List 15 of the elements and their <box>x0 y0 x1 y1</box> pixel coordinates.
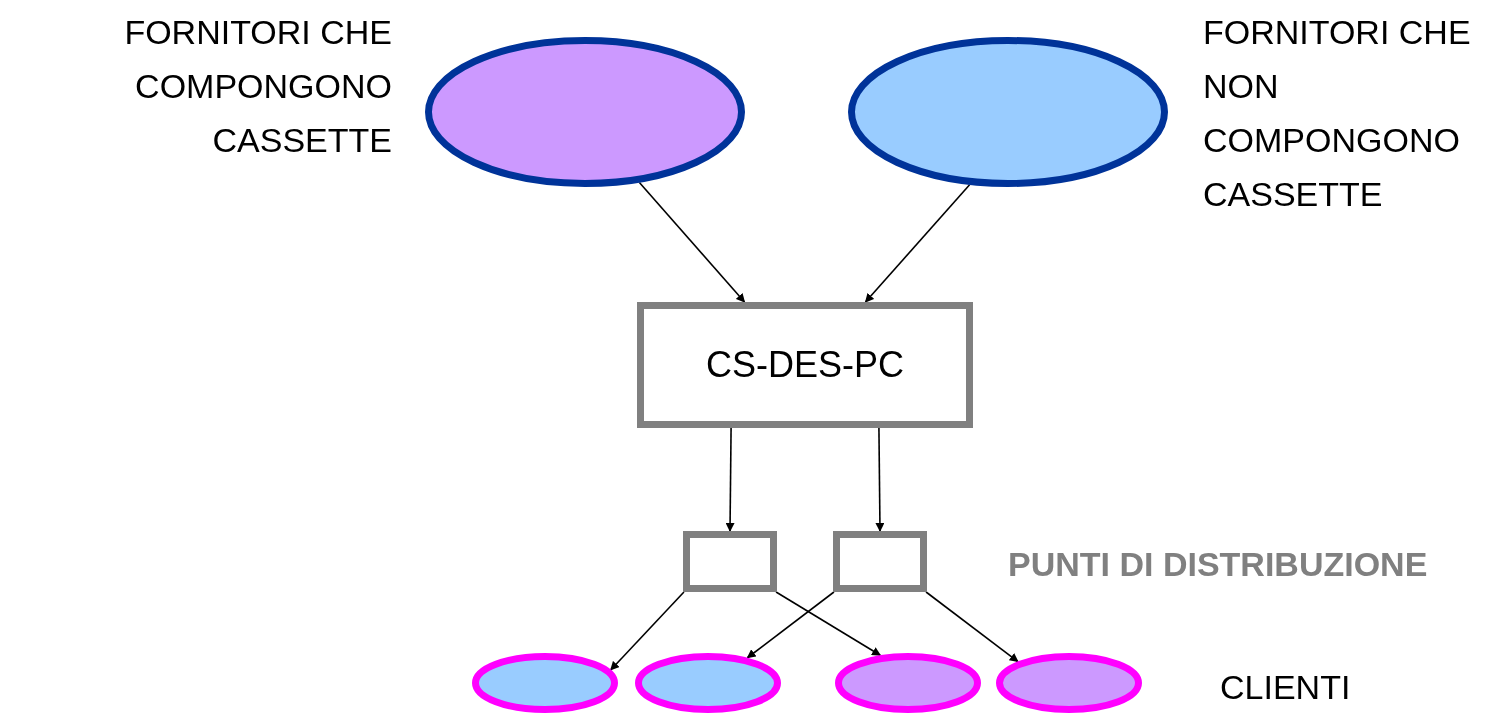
small-box <box>833 531 927 592</box>
small-box <box>683 531 777 592</box>
arrow <box>775 591 882 657</box>
arrow <box>638 181 746 303</box>
arrow <box>864 184 971 303</box>
arrow <box>725 427 735 532</box>
arrow <box>875 427 885 532</box>
arrow <box>746 591 835 659</box>
arrow <box>925 591 1019 663</box>
group-label: PUNTI DI DISTRIBUZIONE <box>1008 545 1428 584</box>
group-label: CLIENTI <box>1220 668 1351 707</box>
arrow <box>609 591 685 671</box>
node-caption: FORNITORI CHE NON COMPONGONO CASSETTE <box>1203 12 1472 215</box>
node-caption: FORNITORI CHE COMPONGONO CASSETTE <box>123 12 392 161</box>
process-box: CS-DES-PC <box>637 302 973 428</box>
